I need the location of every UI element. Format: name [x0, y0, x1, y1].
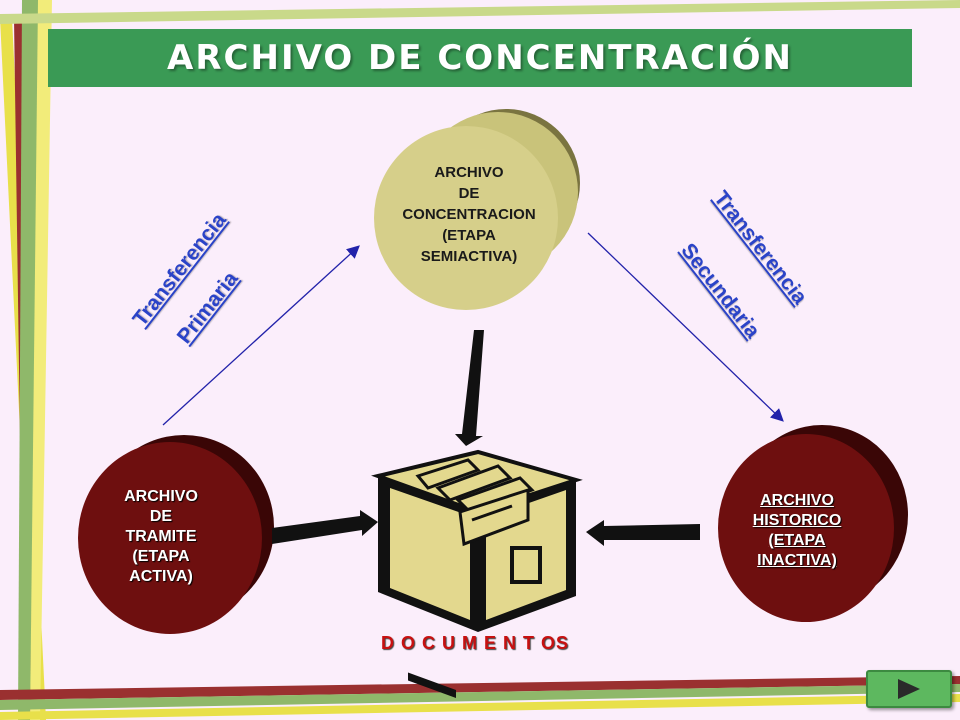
concentracion-label: ARCHIVO DE CONCENTRACION (ETAPA SEMIACTI… — [374, 162, 564, 267]
decor-bottom-bar-green — [0, 684, 960, 710]
documentos-label: D O C U M E N T OS — [380, 633, 569, 653]
arrow-secundaria — [587, 232, 784, 422]
concentracion-line: CONCENTRACION — [402, 206, 536, 223]
thick-arrow-right — [272, 510, 378, 544]
tramite-line: (ETAPA — [132, 548, 190, 565]
concentracion-line: SEMIACTIVA) — [420, 248, 518, 265]
tramite-circle — [78, 442, 262, 634]
tramite-line: ACTIVA) — [129, 568, 193, 585]
historico-circle — [718, 434, 894, 622]
decor-bar-green — [18, 0, 40, 720]
concentracion-circle — [374, 126, 558, 310]
concentracion-line: (ETAPA — [442, 227, 496, 244]
tramite-label: ARCHIVO DE TRAMITE (ETAPA ACTIVA) — [96, 487, 226, 587]
next-slide-button[interactable] — [866, 670, 952, 708]
decor-bottom-bar-yellow — [0, 694, 960, 720]
historico-line: INACTIVA) — [757, 552, 837, 569]
tramite-line: ARCHIVO — [124, 488, 198, 505]
arrow-primaria — [162, 245, 360, 426]
historico-line: HISTORICO — [752, 512, 842, 529]
tramite-line: TRAMITE — [125, 528, 197, 545]
historico-line: (ETAPA — [768, 532, 826, 549]
concentracion-line: ARCHIVO — [434, 164, 504, 181]
title-bar: ARCHIVO DE CONCENTRACIÓN — [48, 29, 912, 87]
play-arrow-icon — [898, 679, 920, 699]
historico-label: ARCHIVO HISTORICO (ETAPA INACTIVA) — [722, 491, 872, 571]
thick-arrow-down — [455, 330, 484, 446]
decor-top-bar — [0, 0, 960, 24]
page-title: ARCHIVO DE CONCENTRACIÓN — [167, 38, 793, 78]
tramite-line: DE — [149, 508, 173, 525]
decor-bottom-bar-red — [0, 676, 960, 700]
file-cabinet-icon — [371, 449, 583, 698]
concentracion-line: DE — [458, 185, 480, 202]
historico-line: ARCHIVO — [760, 492, 834, 509]
thick-arrow-left — [586, 520, 700, 546]
decor-bar-light — [30, 0, 52, 720]
